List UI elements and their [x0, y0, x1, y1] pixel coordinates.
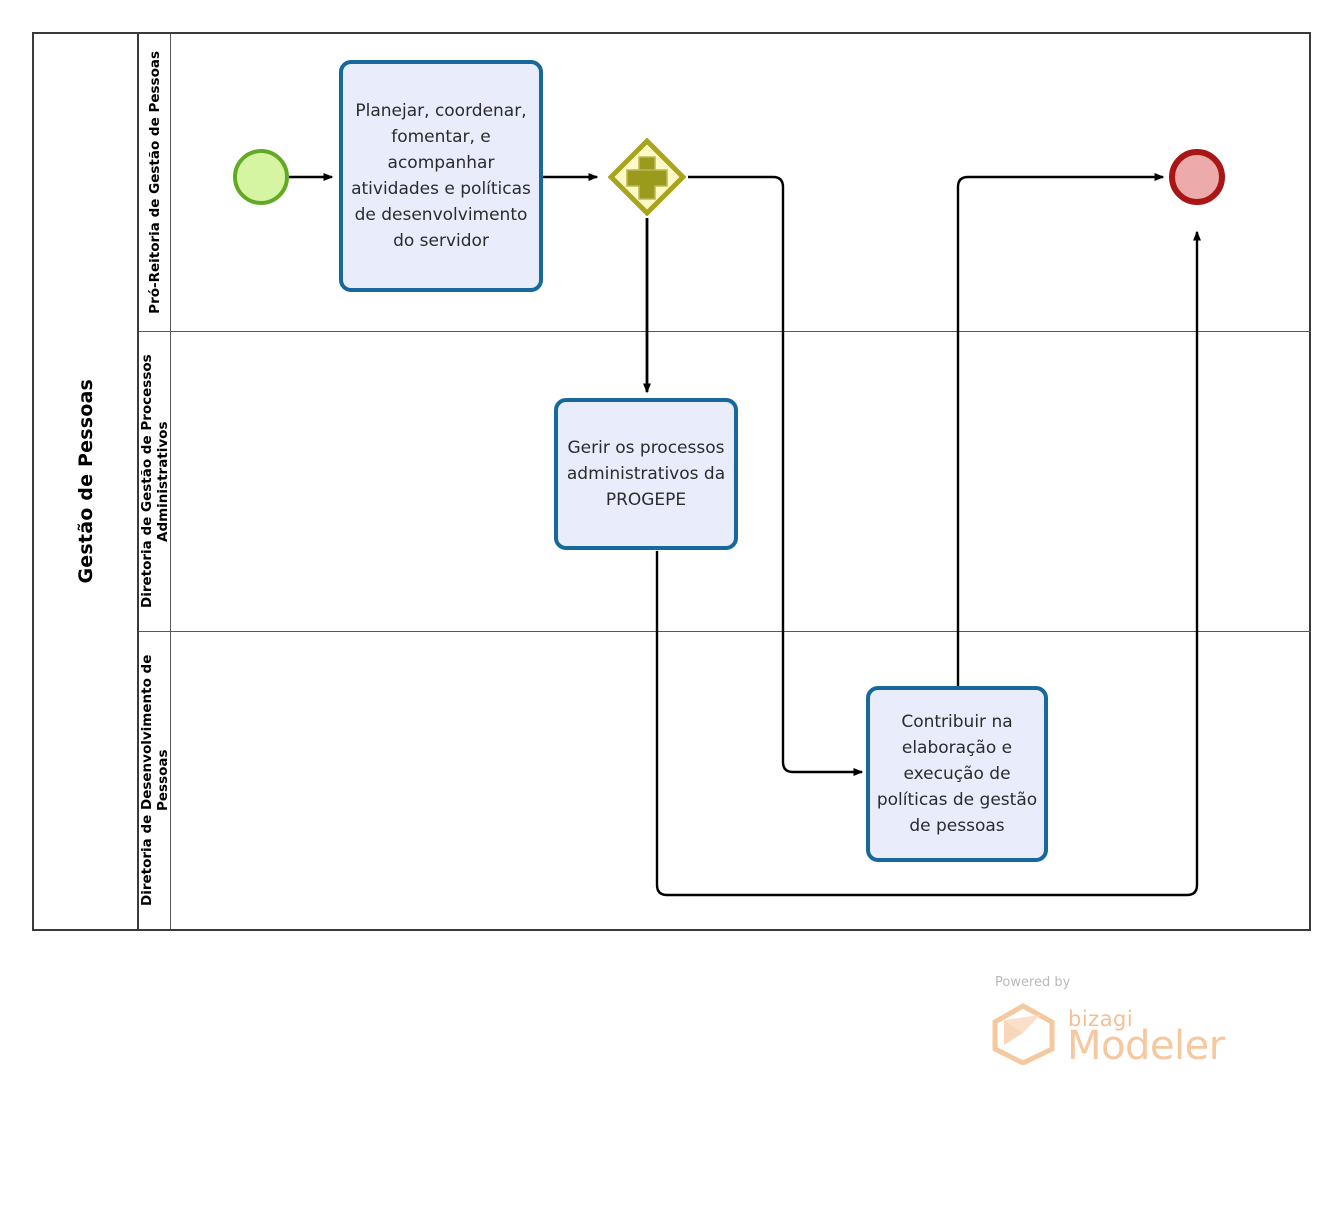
- task-planejar-label: Planejar, coordenar, fomentar, e acompan…: [351, 101, 531, 251]
- task-planejar-coordenar-fomentar[interactable]: Planejar, coordenar, fomentar, e acompan…: [339, 60, 543, 292]
- watermark-product-text: Modeler: [1067, 1023, 1225, 1069]
- lane-header-pro-reitoria: Pró-Reitoria de Gestão de Pessoas: [139, 34, 171, 331]
- task-contribuir-label: Contribuir na elaboração e execução de p…: [876, 712, 1038, 836]
- task-gerir-label: Gerir os processos administrativos da PR…: [566, 438, 726, 510]
- pool-header: Gestão de Pessoas: [34, 34, 139, 929]
- watermark-powered-by-text: Powered by: [995, 975, 1071, 990]
- lane-diretoria-de-desenvolvimento-de-pessoas[interactable]: Diretoria de Desenvolvimento de Pessoas: [139, 631, 1311, 929]
- bizagi-watermark: Powered by bizagi Modeler: [968, 975, 1258, 1070]
- start-event[interactable]: [233, 149, 289, 205]
- lane-pro-reitoria-de-gestao-de-pessoas[interactable]: Pró-Reitoria de Gestão de Pessoas: [139, 34, 1311, 331]
- parallel-gateway[interactable]: [608, 138, 686, 216]
- task-gerir-processos-administrativos[interactable]: Gerir os processos administrativos da PR…: [554, 398, 738, 550]
- lane-label-pro-reitoria: Pró-Reitoria de Gestão de Pessoas: [146, 51, 163, 314]
- lane-label-diretoria-processos: Diretoria de Gestão de Processos Adminis…: [138, 354, 171, 609]
- lane-label-diretoria-desenvolvimento: Diretoria de Desenvolvimento de Pessoas: [138, 654, 171, 907]
- bizagi-hexagon-logo-icon: [992, 1003, 1055, 1065]
- parallel-plus-icon: [626, 156, 668, 200]
- watermark-brand-text: bizagi: [1068, 1007, 1134, 1031]
- pool-title: Gestão de Pessoas: [74, 379, 97, 584]
- lane-header-diretoria-desenvolvimento: Diretoria de Desenvolvimento de Pessoas: [139, 632, 171, 929]
- task-contribuir-politicas-gestao-pessoas[interactable]: Contribuir na elaboração e execução de p…: [866, 686, 1048, 862]
- lane-header-diretoria-processos: Diretoria de Gestão de Processos Adminis…: [139, 332, 171, 631]
- end-event[interactable]: [1169, 149, 1225, 205]
